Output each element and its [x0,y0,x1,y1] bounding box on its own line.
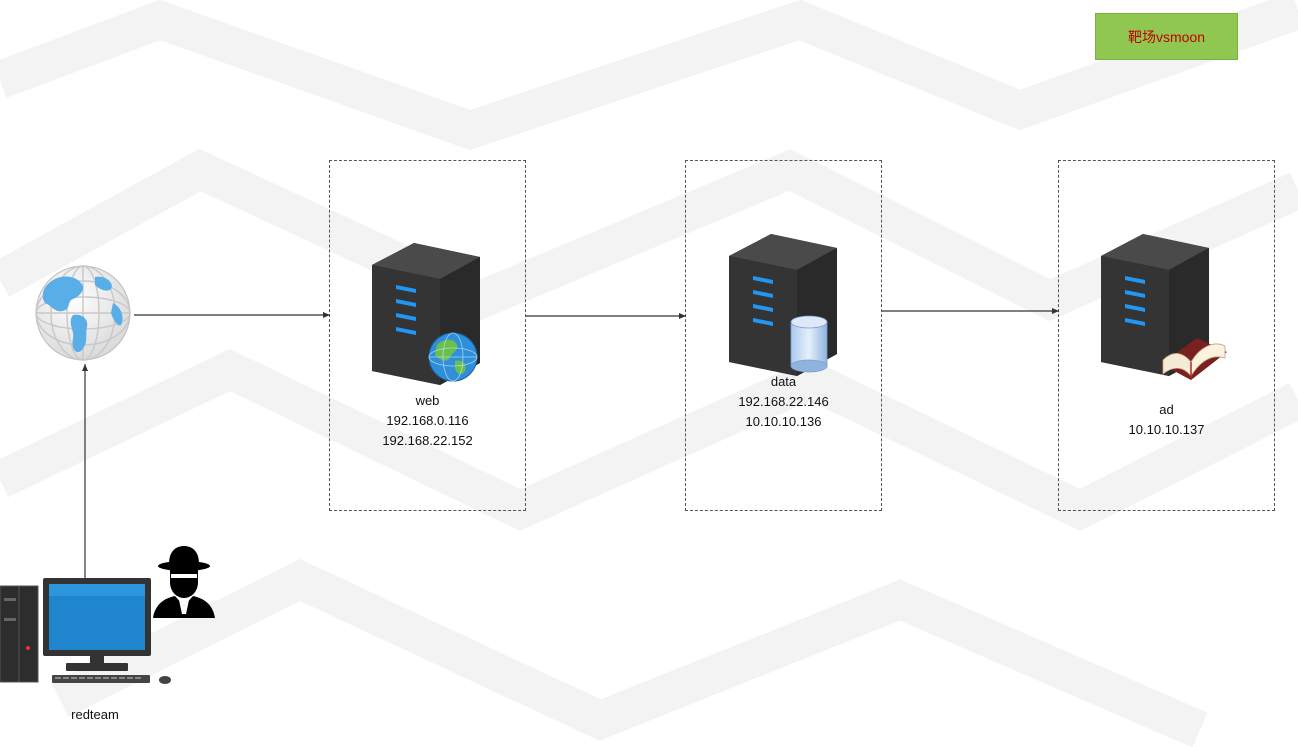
redteam-node [0,578,175,695]
zone-ad [1058,160,1275,511]
web-server-node [372,243,482,393]
lab-name-text: 靶场vsmoon [1127,28,1206,45]
data-server-node [729,234,839,384]
ad-hostname: ad [1159,402,1174,417]
data-hostname: data [770,374,797,389]
book-icon [1161,338,1227,380]
web-node-label: web 192.168.0.116 192.168.22.152 [329,391,526,451]
database-icon [790,315,828,373]
server-icon [372,243,480,385]
hacker-figure [151,544,217,625]
data-ip-2: 10.10.10.136 [745,414,822,429]
redteam-node-label: redteam [40,705,150,725]
zone-data [685,160,882,511]
web-ip-1: 192.168.0.116 [386,413,469,428]
ad-ip-1: 10.10.10.137 [1128,422,1205,437]
desktop-computer-icon [0,578,171,684]
data-ip-1: 192.168.22.146 [738,394,829,409]
web-ip-2: 192.168.22.152 [382,433,473,448]
data-node-label: data 192.168.22.146 10.10.10.136 [685,372,882,432]
redteam-hostname: redteam [71,707,119,722]
web-hostname: web [415,393,440,408]
globe-icon [35,265,131,361]
hacker-icon [153,546,215,618]
globe-icon [428,332,478,382]
internet-node [33,263,133,368]
lab-name-tag: 靶场vsmoon [1095,13,1238,60]
ad-server-node [1101,234,1227,384]
ad-node-label: ad 10.10.10.137 [1058,400,1275,440]
zone-web [329,160,526,511]
